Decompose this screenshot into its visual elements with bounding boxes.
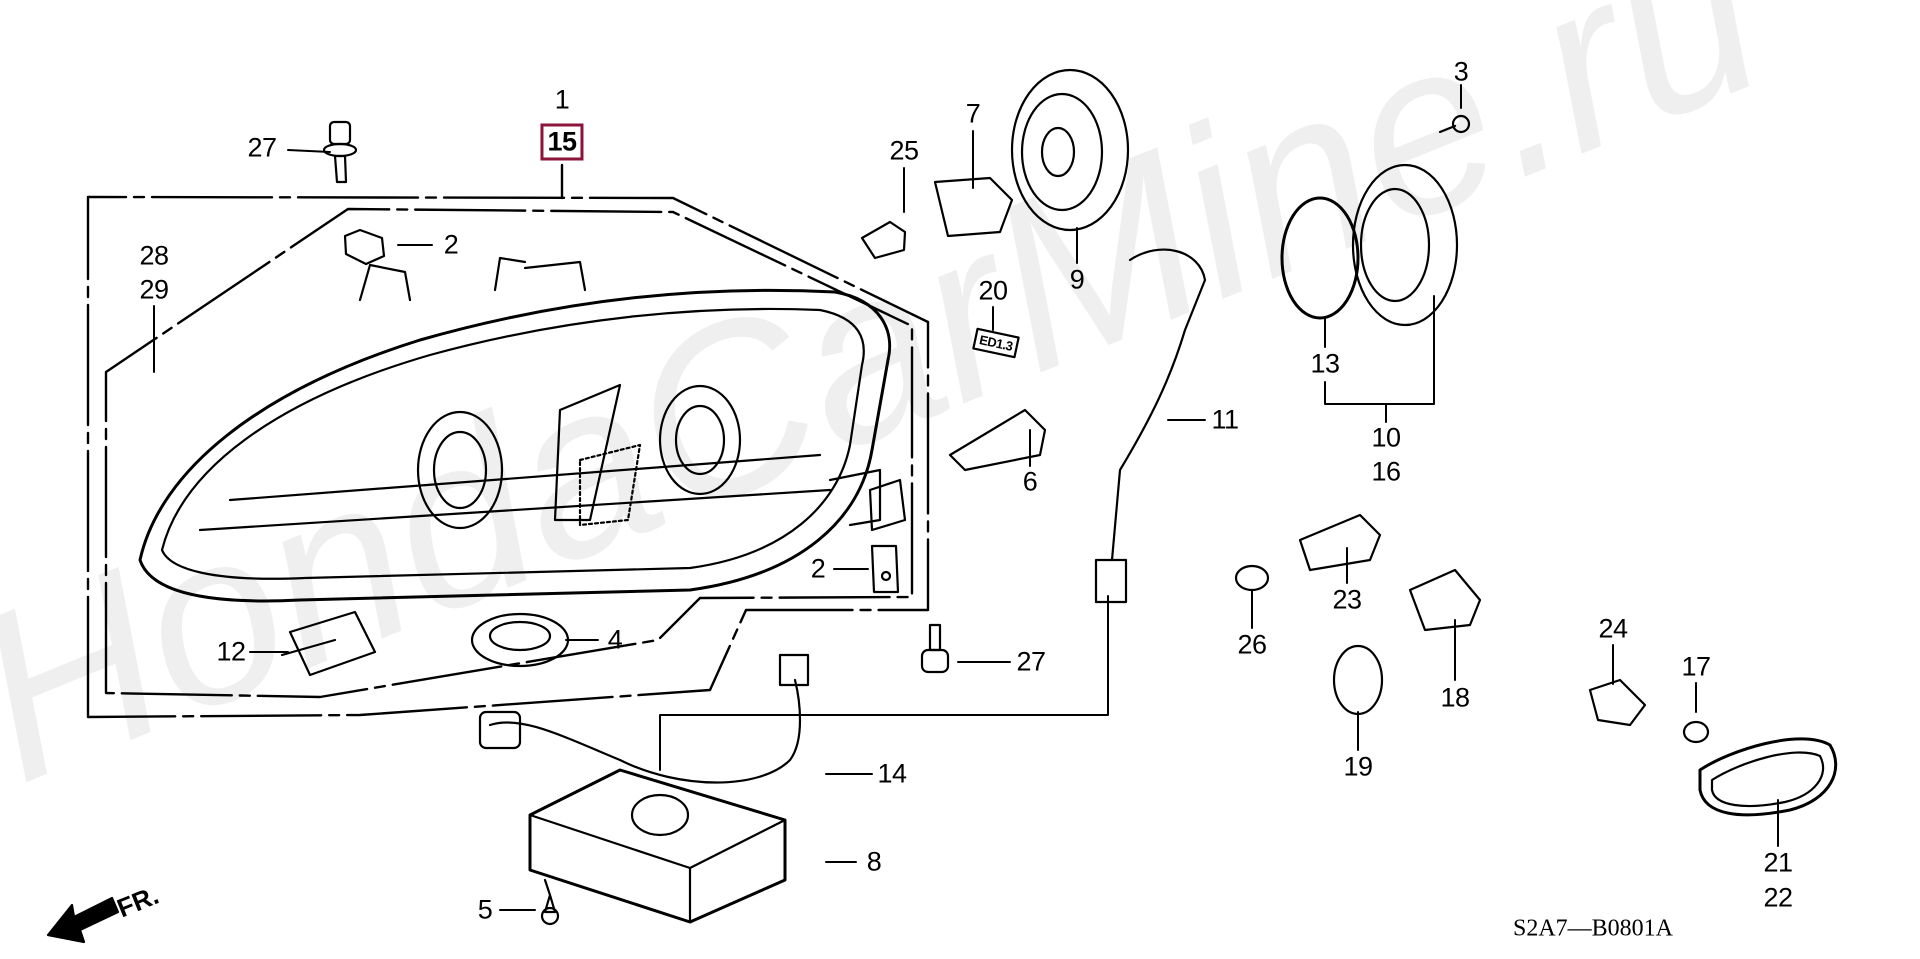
assembly-outline (86, 163, 930, 719)
callout-2-top[interactable]: 2 (443, 229, 459, 260)
callout-23[interactable]: 23 (1332, 584, 1362, 615)
callout-1[interactable]: 1 (554, 84, 570, 115)
callout-14[interactable]: 14 (877, 758, 907, 789)
callout-8[interactable]: 8 (866, 846, 882, 877)
callout-18[interactable]: 18 (1440, 682, 1470, 713)
callout-9[interactable]: 9 (1069, 264, 1085, 295)
callout-7[interactable]: 7 (965, 98, 981, 129)
callout-3[interactable]: 3 (1453, 56, 1469, 87)
callout-16[interactable]: 16 (1371, 456, 1401, 487)
callout-4[interactable]: 4 (607, 624, 623, 655)
callout-29[interactable]: 29 (139, 274, 169, 305)
front-direction-arrow (46, 896, 120, 944)
callout-28[interactable]: 28 (139, 240, 169, 271)
callout-20[interactable]: 20 (978, 275, 1008, 306)
callout-27-bottom[interactable]: 27 (1016, 646, 1046, 677)
callout-10[interactable]: 10 (1371, 422, 1401, 453)
callout-11[interactable]: 11 (1211, 404, 1239, 435)
callout-24[interactable]: 24 (1598, 613, 1628, 644)
callout-27-top[interactable]: 27 (247, 132, 277, 163)
callout-5[interactable]: 5 (477, 894, 493, 925)
callout-21[interactable]: 21 (1763, 847, 1793, 878)
callout-15-highlighted[interactable]: 15 (540, 123, 584, 161)
callout-12[interactable]: 12 (216, 636, 246, 667)
headlight-assembly-drawing (138, 256, 907, 603)
callout-22[interactable]: 22 (1763, 882, 1793, 913)
callout-6[interactable]: 6 (1022, 466, 1038, 497)
callout-25[interactable]: 25 (889, 135, 919, 166)
callout-2-right[interactable]: 2 (810, 553, 826, 584)
leader-lines (153, 84, 1779, 911)
diagram-code: S2A7—B0801A (1512, 915, 1674, 942)
callout-26[interactable]: 26 (1237, 629, 1267, 660)
callout-17[interactable]: 17 (1681, 651, 1711, 682)
callout-19[interactable]: 19 (1343, 751, 1373, 782)
small-parts (280, 68, 1838, 926)
callout-13[interactable]: 13 (1310, 348, 1340, 379)
